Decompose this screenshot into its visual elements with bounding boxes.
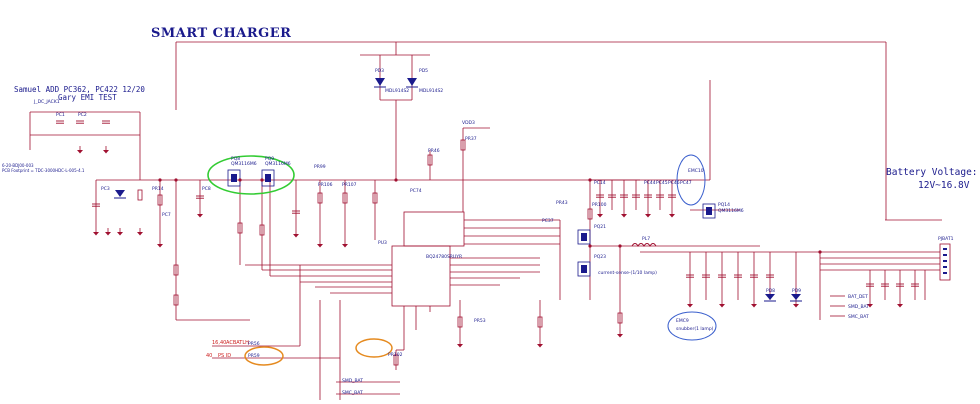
- footprint-note-line-1: 6-20-BDJ00-003: [2, 163, 34, 168]
- wire-network: [29, 41, 951, 400]
- pd9-label: PD9: [792, 288, 801, 294]
- pq9-part: QM3116M6: [265, 161, 291, 167]
- pc44-label: PC44: [644, 180, 656, 186]
- highlight-orange-ellipse-right: [355, 338, 393, 358]
- highlight-blue-ellipse-bottom: [667, 311, 717, 341]
- jack-label: J_DC_JACK1: [33, 99, 60, 105]
- diode-pd3: [374, 78, 386, 88]
- diode-input: [114, 190, 126, 199]
- pd5-part: MDL914S2: [419, 88, 443, 94]
- pr106-label: PR106: [318, 182, 333, 188]
- revision-note-line-2: Gary EMI TEST: [58, 93, 117, 102]
- battery-connector: [943, 248, 947, 274]
- battery-connector-label: PJBAT1: [938, 236, 954, 242]
- ground-symbols: [76, 145, 904, 348]
- pc7-label: PC7: [162, 212, 171, 218]
- pr102-label: PR102: [388, 352, 403, 358]
- pq14-part: QM3116M6: [718, 208, 744, 214]
- smd-bat-right-label: SMD_BAT: [848, 304, 869, 310]
- ic-part-number: BQ24780SRUYR: [426, 254, 462, 260]
- pq8-label: PQ8: [231, 156, 240, 162]
- mosfet-pq21: [577, 229, 591, 245]
- resistors: [137, 139, 623, 366]
- current-sense-note: current-sense-(1/10 lamp): [598, 270, 657, 276]
- inductor-pl7: [631, 243, 657, 247]
- emc9-label: EMC9: [676, 318, 689, 324]
- page-title: SMART CHARGER: [151, 26, 292, 41]
- pq21-label: PQ21: [594, 224, 606, 230]
- ps-id-number: 40: [206, 353, 212, 359]
- pq23-label: PQ23: [594, 254, 606, 260]
- emc10-label: EMC10: [688, 168, 704, 174]
- highlight-green-ellipse: [207, 155, 295, 195]
- pq9-label: PQ9: [265, 156, 274, 162]
- pr53-label: PR53: [474, 318, 486, 324]
- pd8-label: PD8: [766, 288, 775, 294]
- pr43-label: PR43: [556, 200, 568, 206]
- battery-voltage-range: 12V~16.8V: [918, 180, 970, 191]
- pr37-label: PR37: [465, 136, 477, 142]
- ps-id-net-label: PS ID: [218, 353, 231, 359]
- highlight-blue-ellipse-top: [676, 154, 706, 206]
- junction-dots: [158, 178, 822, 254]
- pl7-label: PL7: [642, 236, 650, 242]
- acdc-number: 16,40: [212, 340, 226, 346]
- revision-note-line-1: Samuel ADD PC362, PC422 12/20: [14, 85, 145, 94]
- pc47-label: PC47: [680, 180, 692, 186]
- mosfet-pq14: [702, 203, 716, 219]
- bat-det-label: BAT_DET: [848, 294, 868, 300]
- pr56-label: PR56: [248, 341, 260, 347]
- snubber-note: snubber(1 lamp): [676, 326, 714, 332]
- mosfet-pq23: [577, 261, 591, 277]
- battery-voltage-note: Battery Voltage: 12V~16.8V: [886, 166, 978, 192]
- highlight-orange-ellipse-left: [244, 346, 284, 366]
- footprint-note: 6-20-BDJ00-003 PCB Footprint = TDC-3000H…: [2, 163, 84, 173]
- pr107-label: PR107: [342, 182, 357, 188]
- pr59-label: PR59: [248, 353, 260, 359]
- pc8-label: PC8: [202, 186, 211, 192]
- acdc-net-label: ACBATLH: [226, 340, 249, 346]
- pq8-part: QM3116M6: [231, 161, 257, 167]
- pc1-label: PC1: [56, 112, 65, 118]
- pc14-label: PC14: [594, 180, 606, 186]
- diode-pd8: [764, 294, 776, 302]
- pd3-part: MDL914S2: [385, 88, 409, 94]
- pc46-label: PC46: [668, 180, 680, 186]
- pd3-label: PD3: [375, 68, 384, 74]
- battery-voltage-label: Battery Voltage:: [886, 167, 978, 178]
- pc37-label: PC37: [542, 218, 554, 224]
- mosfet-pq8: [227, 169, 241, 187]
- revision-notes: Samuel ADD PC362, PC422 12/20 Gary EMI T…: [14, 86, 145, 102]
- diode-pd9: [790, 294, 802, 302]
- pr46-label: PR46: [428, 148, 440, 154]
- mosfet-pq9: [261, 169, 275, 187]
- pc2-label: PC2: [78, 112, 87, 118]
- diode-pd5: [406, 78, 418, 88]
- pd5-label: PD5: [419, 68, 428, 74]
- pc45-label: PC45: [656, 180, 668, 186]
- pr14-label: PR14: [152, 186, 164, 192]
- capacitors: [55, 120, 920, 287]
- smc-bat-bottom-label: SMC_BAT: [342, 390, 363, 396]
- pc74-label: PC74: [410, 188, 422, 194]
- ic-designator: PU3: [378, 240, 387, 246]
- pr99-label: PR99: [314, 164, 326, 170]
- vdd3-label: VDD3: [462, 120, 475, 126]
- footprint-note-line-2: PCB Footprint = TDC-3000HDC-L-005-4.1: [2, 168, 85, 173]
- pr100-label: PR100: [592, 202, 607, 208]
- smc-bat-right-label: SMC_BAT: [848, 314, 869, 320]
- pc3-label: PC3: [101, 186, 110, 192]
- pq14-label: PQ14: [718, 202, 730, 208]
- smd-bat-bottom-label: SMD_BAT: [342, 378, 363, 384]
